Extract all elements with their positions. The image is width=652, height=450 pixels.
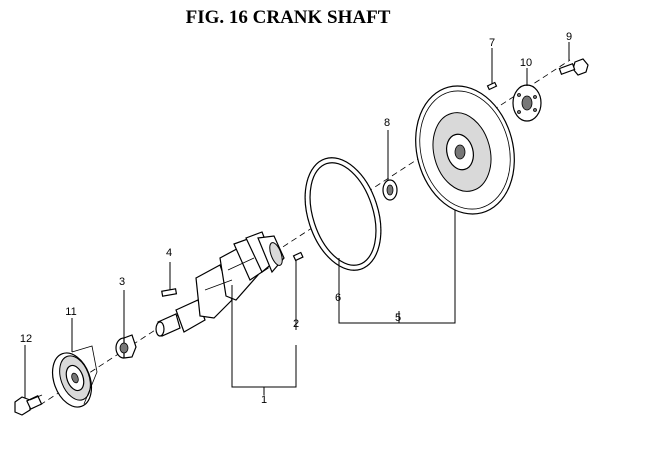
callout-10: 10	[520, 57, 532, 69]
callout-6: 6	[335, 292, 341, 304]
part-10-flywheel-plate	[512, 84, 542, 122]
callout-12: 12	[20, 333, 32, 345]
part-8-pilot-bearing	[382, 179, 398, 201]
callout-2: 2	[293, 318, 299, 330]
callout-numbers: 1 2 3 4 5 6 7 8 9 10 11 12	[20, 31, 572, 406]
part-7-flywheel-pin	[486, 81, 498, 91]
callout-11: 11	[65, 306, 76, 318]
figure-title: FIG. 16 CRANK SHAFT	[186, 7, 391, 28]
part-1-crankshaft	[155, 231, 285, 337]
part-9-flywheel-bolt	[558, 58, 589, 76]
callout-5: 5	[395, 312, 401, 324]
part-12-crank-pulley-bolt	[14, 394, 43, 416]
callout-7: 7	[489, 37, 495, 49]
callout-4: 4	[166, 247, 172, 259]
callout-3: 3	[119, 276, 125, 288]
callout-1: 1	[261, 394, 267, 406]
callout-8: 8	[384, 117, 390, 129]
part-3-crankshaft-gear	[115, 334, 137, 359]
part-11-crank-pulley	[51, 345, 98, 408]
part-6-ring-gear	[304, 157, 382, 271]
part-5-flywheel	[415, 85, 515, 215]
part-2-dowel-pin	[292, 251, 304, 262]
part-4-key	[161, 288, 178, 297]
callout-9: 9	[566, 31, 572, 43]
leader-lines	[24, 42, 570, 398]
